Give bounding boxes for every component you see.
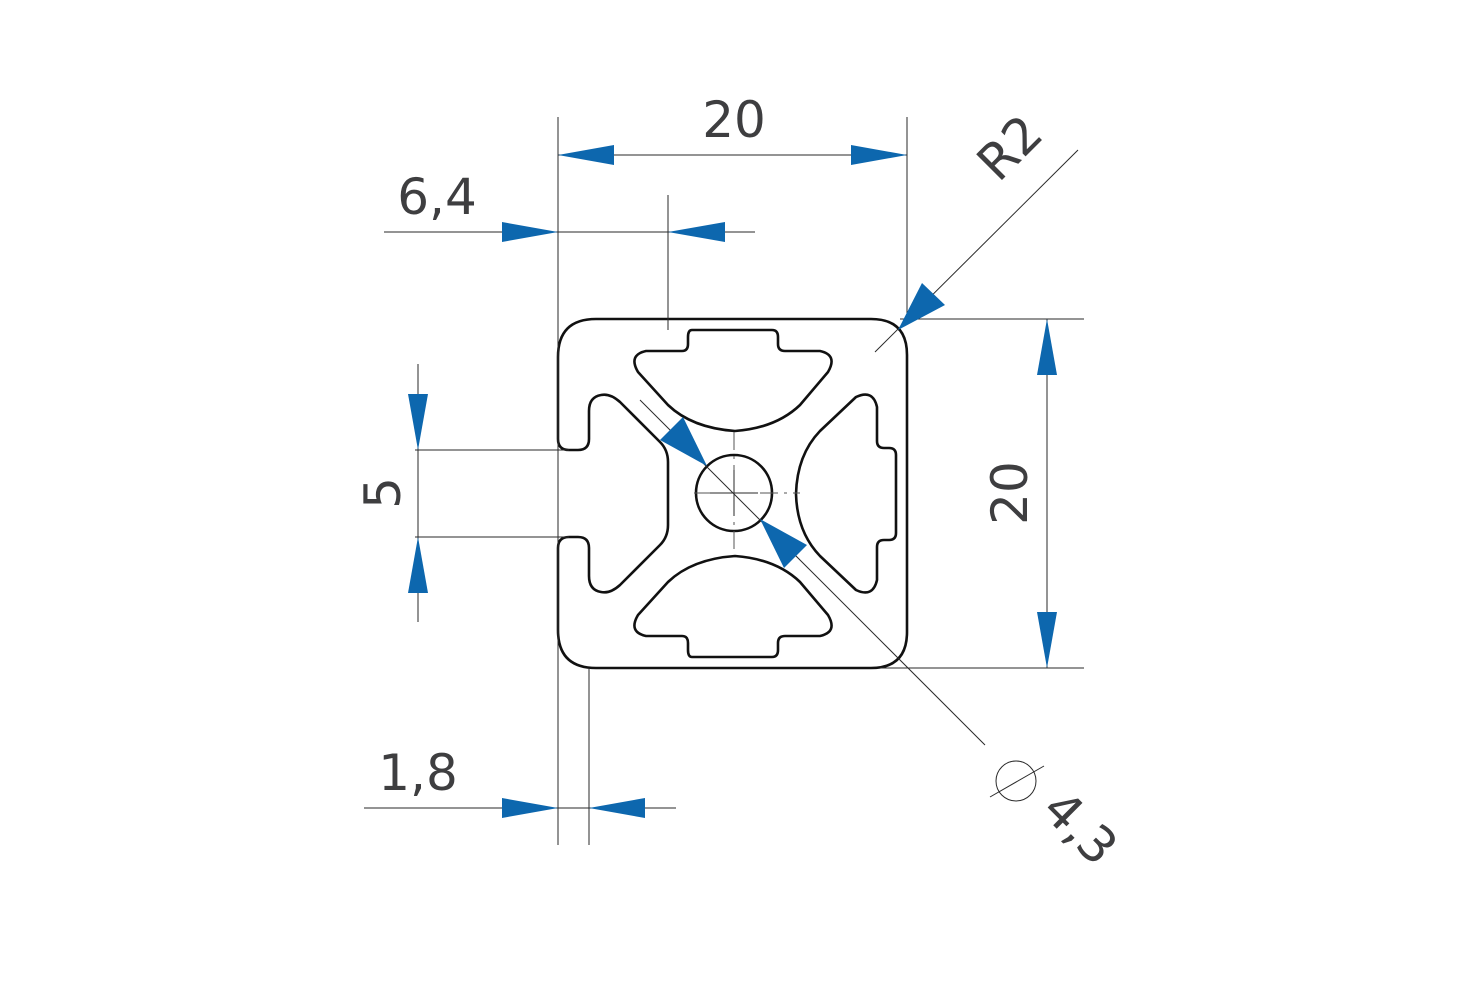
arrow-slot-top [408,394,428,450]
dim-slot-width: 5 [354,477,412,509]
arrow-offset-right [668,222,725,242]
dim-height-right: 20 [981,461,1039,525]
outer-contour [556,317,909,670]
right-cavity [794,393,898,594]
arrow-bore-lower [760,519,807,568]
dim-width-top: 20 [702,91,766,149]
arrow-top-right [851,145,907,165]
arrow-wall-left [502,798,558,818]
center-lines [694,432,800,555]
arrow-right-bottom [1037,612,1057,668]
arrow-wall-right [589,798,645,818]
arrow-bore-upper [660,417,707,466]
dim-slot-offset: 6,4 [397,168,477,226]
dim-corner-radius: R2 [966,104,1054,192]
arrow-offset-left [502,222,558,242]
dimension-arrows [408,145,1057,818]
arrow-radius [898,283,945,330]
bottom-cavity [633,554,833,659]
arrow-right-top [1037,319,1057,375]
arrow-top-left [558,145,614,165]
top-cavity [633,328,833,433]
arrow-slot-bottom [408,537,428,593]
dim-bore-diameter: 4,3 [1031,779,1128,876]
dim-wall-thickness: 1,8 [378,744,458,802]
dimension-labels: 20 6,4 R2 20 5 1,8 4,3 [354,91,1129,877]
